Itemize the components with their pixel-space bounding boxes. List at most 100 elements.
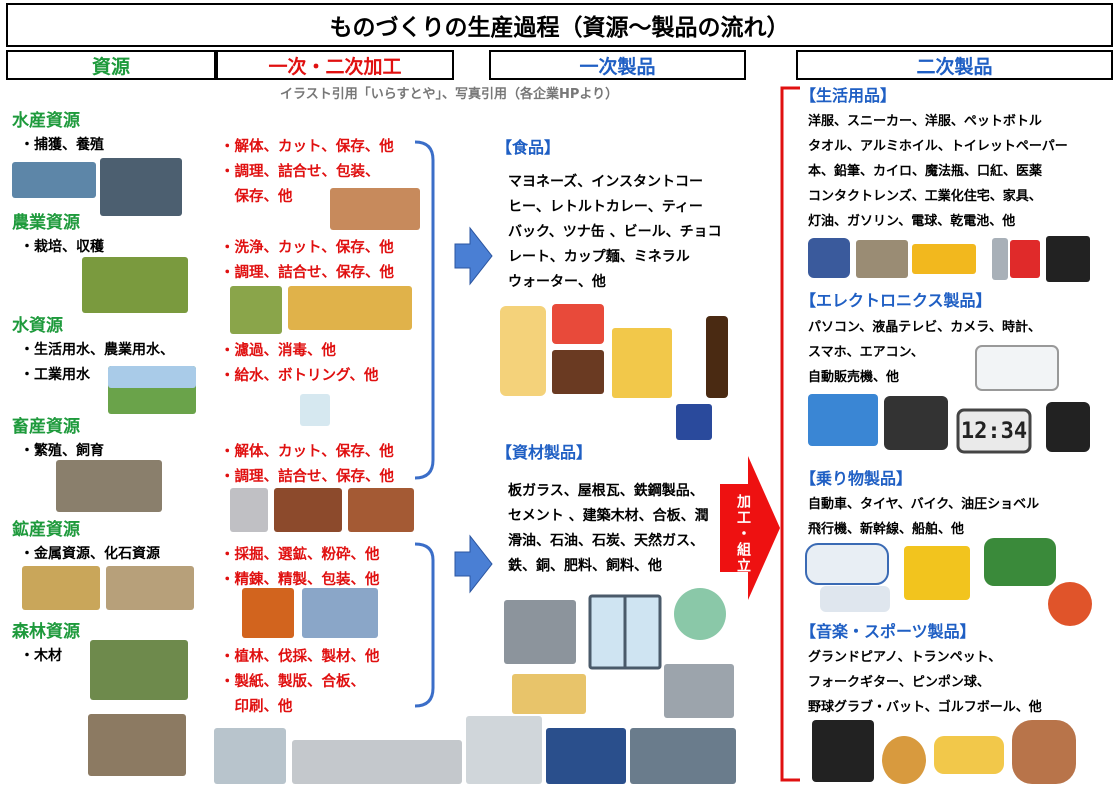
chip-photo bbox=[546, 728, 626, 784]
clock-display: 12:34 bbox=[960, 418, 1028, 444]
laptop-illustration bbox=[808, 394, 878, 446]
food-line-1: マヨネーズ、インスタントコー bbox=[508, 174, 704, 190]
clock-illustration bbox=[956, 408, 1032, 454]
process-water-1: ・濾過、消毒、他 bbox=[220, 343, 336, 359]
resource-fishery-sub: ・捕獲、養殖 bbox=[20, 137, 104, 153]
music-sports-line-2: フォークギター、ピンポン球、 bbox=[808, 675, 990, 690]
assembly-arrow bbox=[720, 456, 780, 600]
printing-machine-photo bbox=[292, 740, 462, 784]
process-agriculture-1: ・洗浄、カット、保存、他 bbox=[220, 240, 394, 256]
salad-photo bbox=[230, 286, 282, 334]
lumber-illustration bbox=[512, 674, 586, 714]
image-credit: イラスト引用「いらすとや」、写真引用（各企業HPより） bbox=[280, 87, 619, 102]
resource-fishery-title: 水産資源 bbox=[12, 111, 80, 131]
resource-water-title: 水資源 bbox=[12, 316, 63, 336]
cattle-photo bbox=[56, 460, 162, 512]
resource-forest-sub: ・木材 bbox=[20, 648, 62, 664]
water-sky bbox=[108, 366, 196, 388]
materials-line-1: 板ガラス、屋根瓦、鉄鋼製品、 bbox=[508, 483, 704, 499]
beer-bottle-photo bbox=[706, 316, 728, 398]
fishery-photo-2 bbox=[100, 158, 182, 216]
header-resources: 資源 bbox=[6, 50, 216, 80]
towel-illustration bbox=[856, 240, 908, 278]
camera-illustration bbox=[884, 396, 948, 450]
header-primary-products: 一次製品 bbox=[489, 50, 746, 80]
assembly-label: 加工・組立 bbox=[735, 494, 751, 574]
smelting-photo bbox=[242, 588, 294, 638]
arrow-to-food bbox=[454, 226, 493, 286]
process-forest-3: 印刷、他 bbox=[220, 699, 293, 715]
suit-illustration bbox=[1046, 236, 1090, 282]
daily-goods-line-3: 本、鉛筆、カイロ、魔法瓶、口紅、医薬 bbox=[808, 164, 1043, 179]
guitar-illustration bbox=[882, 736, 926, 784]
sneaker-illustration bbox=[808, 238, 850, 278]
resource-agriculture-sub: ・栽培、収穫 bbox=[20, 239, 104, 255]
bracket-upper bbox=[414, 140, 435, 480]
daily-goods-line-1: 洋服、スニーカー、洋服、ペットボトル bbox=[808, 114, 1042, 129]
motorbike-illustration bbox=[1048, 582, 1092, 626]
header-processing: 一次・二次加工 bbox=[216, 50, 454, 80]
meat-machine-photo bbox=[230, 488, 268, 532]
cup-noodle-photo bbox=[552, 304, 604, 344]
gas-tank-illustration bbox=[674, 588, 726, 640]
process-fishery-1: ・解体、カット、保存、他 bbox=[220, 139, 394, 155]
baseball-glove-illustration bbox=[1012, 720, 1076, 784]
arrow-to-materials bbox=[454, 534, 493, 594]
excavator-illustration bbox=[904, 546, 970, 600]
batteries-illustration bbox=[912, 244, 976, 274]
juice-photo bbox=[288, 286, 412, 330]
forest-photo-2 bbox=[88, 714, 186, 776]
press-machine-photo bbox=[214, 728, 286, 784]
canned-drink-photo bbox=[676, 404, 712, 440]
daily-goods-line-2: タオル、アルミホイル、トイレットペーパー bbox=[808, 139, 1068, 154]
food-line-5: ウォーター、他 bbox=[508, 274, 606, 290]
food-line-2: ヒー、レトルトカレー、ティー bbox=[508, 199, 703, 215]
process-water-2: ・給水、ボトリング、他 bbox=[220, 368, 379, 384]
daily-goods-title: 【生活用品】 bbox=[800, 86, 897, 105]
steel-coil-photo bbox=[504, 600, 576, 664]
materials-line-3: 滑油、石油、石炭、天然ガス、 bbox=[508, 533, 704, 549]
food-line-3: バック、ツナ缶 、ビール、チョコ bbox=[508, 224, 722, 240]
mayonnaise-photo bbox=[500, 306, 546, 396]
music-sports-title: 【音楽・スポーツ製品】 bbox=[800, 622, 976, 641]
music-sports-line-3: 野球グラブ・バット、ゴルフボール、他 bbox=[808, 700, 1042, 715]
farm-photo bbox=[82, 257, 188, 313]
food-line-4: レート、カップ麺、ミネラル bbox=[508, 249, 690, 265]
curry-photo bbox=[612, 328, 672, 398]
electronics-line-2: スマホ、エアコン、 bbox=[808, 345, 924, 360]
mining-photo-2 bbox=[106, 566, 194, 610]
thermos-illustration bbox=[992, 238, 1008, 280]
resource-mineral-title: 鉱産資源 bbox=[12, 520, 80, 540]
karaage-photo bbox=[274, 488, 342, 532]
process-livestock-2: ・調理、詰合せ、保存、他 bbox=[220, 469, 394, 485]
water-bottle-photo bbox=[300, 394, 330, 426]
process-agriculture-2: ・調理、詰合せ、保存、他 bbox=[220, 265, 394, 281]
daily-goods-line-5: 灯油、ガソリン、電球、乾電池、他 bbox=[808, 214, 1016, 229]
header-secondary-products: 二次製品 bbox=[796, 50, 1113, 80]
process-fishery-2: ・調理、詰合せ、包装、 bbox=[220, 164, 380, 180]
page-title: ものづくりの生産過程（資源～製品の流れ） bbox=[6, 3, 1113, 47]
process-mineral-2: ・精錬、精製、包装、他 bbox=[220, 572, 380, 588]
resource-mineral-sub: ・金属資源、化石資源 bbox=[20, 546, 160, 562]
mining-photo-1 bbox=[22, 566, 100, 610]
process-forest-1: ・植林、伐採、製材、他 bbox=[220, 649, 380, 665]
car-illustration bbox=[984, 538, 1056, 586]
forest-photo-1 bbox=[90, 640, 188, 700]
air-conditioner-illustration bbox=[975, 345, 1059, 391]
process-livestock-1: ・解体、カット、保存、他 bbox=[220, 444, 394, 460]
resource-livestock-title: 畜産資源 bbox=[12, 417, 80, 437]
resource-water-sub-1: ・生活用水、農業用水、 bbox=[20, 342, 174, 358]
airplane-illustration bbox=[820, 586, 890, 612]
process-mineral-1: ・採掘、選鉱、粉砕、他 bbox=[220, 547, 380, 563]
smartphone-illustration bbox=[1046, 402, 1090, 452]
process-fishery-3: 保存、他 bbox=[220, 189, 293, 205]
piano-illustration bbox=[812, 720, 874, 782]
bracket-lower bbox=[414, 542, 435, 708]
pipes-photo bbox=[664, 664, 734, 718]
electronics-line-3: 自動販売機、他 bbox=[808, 370, 900, 385]
bento-photo bbox=[348, 488, 414, 532]
music-sports-line-1: グランドピアノ、トランペット、 bbox=[808, 650, 1002, 665]
materials-line-4: 鉄、銅、肥料、飼料、他 bbox=[508, 558, 662, 574]
process-forest-2: ・製紙、製版、合板、 bbox=[220, 674, 365, 690]
